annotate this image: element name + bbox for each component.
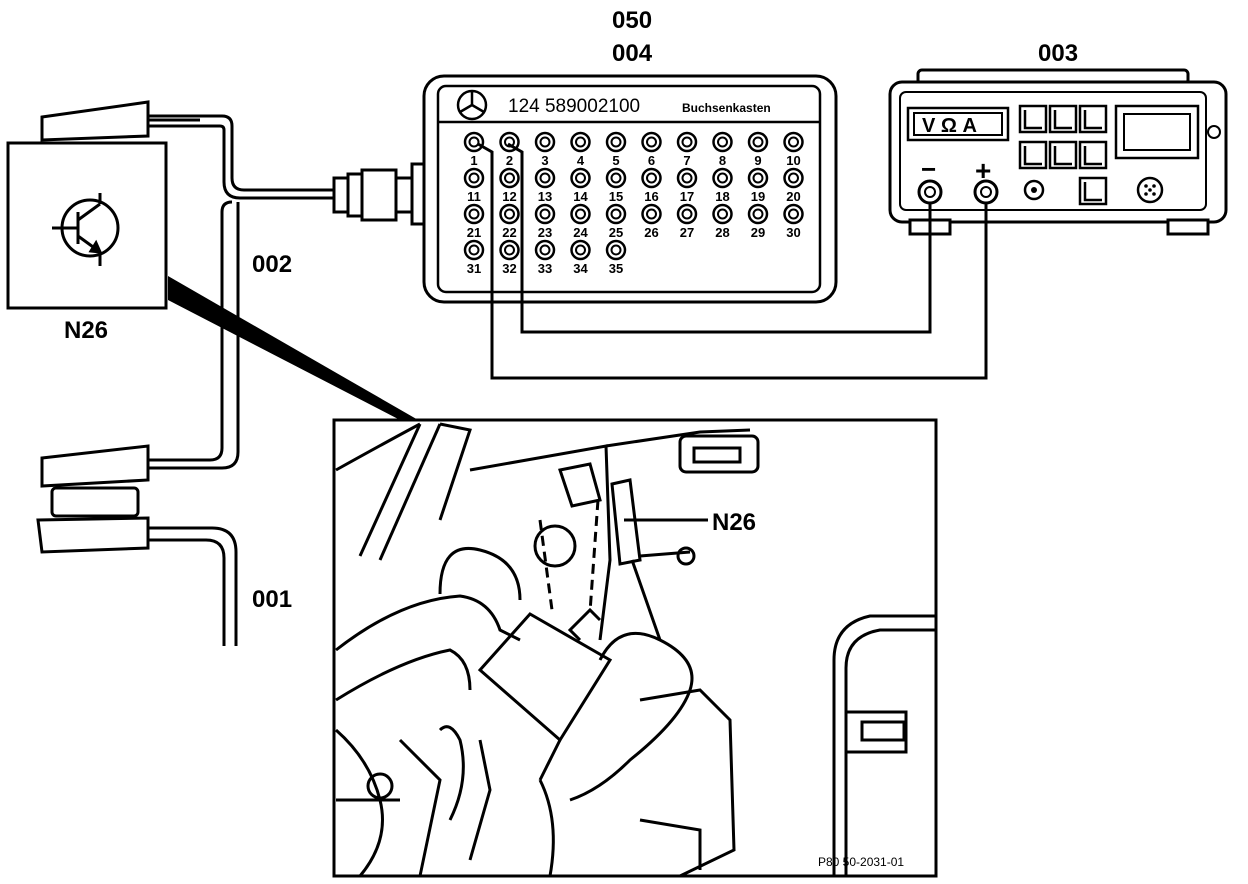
socket-hole [575, 136, 586, 148]
test-leads [477, 142, 988, 380]
meter-minus-label: − [921, 154, 936, 184]
socket-hole [717, 208, 728, 220]
socket-hole [681, 208, 693, 220]
socket-number: 14 [573, 189, 588, 204]
socket-number: 21 [467, 225, 481, 240]
socket-number: 8 [719, 153, 726, 168]
component-label: N26 [64, 317, 108, 344]
meter-function-label: V Ω A [922, 115, 977, 137]
socket-hole [646, 172, 657, 184]
socket-hole [504, 208, 515, 220]
socket-hole [504, 244, 515, 256]
socket-box-part-number: 124 589002100 [508, 96, 640, 117]
upper-lead [148, 114, 338, 470]
socket-hole [539, 244, 551, 256]
socket-number: 30 [786, 225, 800, 240]
lead-lower-label: 001 [252, 586, 292, 613]
component-n26-block [6, 141, 168, 310]
socket-hole [610, 172, 622, 184]
socket-number: 22 [502, 225, 516, 240]
socket-number: 6 [648, 153, 655, 168]
socket-number: 24 [573, 225, 588, 240]
upper-plug [40, 100, 200, 142]
n26-callout-label: N26 [712, 509, 756, 536]
socket-number: 7 [683, 153, 690, 168]
socket-box-name: Buchsenkasten [682, 101, 771, 115]
socket-number: 18 [715, 189, 729, 204]
transistor-icon [52, 193, 120, 266]
socket-number: 10 [786, 153, 800, 168]
socket-hole [610, 136, 622, 148]
socket-hole [717, 136, 728, 148]
socket-number: 12 [502, 189, 516, 204]
socket-hole [539, 208, 551, 220]
socket-number: 29 [751, 225, 765, 240]
socket-number: 19 [751, 189, 765, 204]
socket-number: 2 [506, 153, 513, 168]
brand-star-icon [456, 89, 488, 121]
box-code-top-label: 050 [612, 7, 652, 34]
socket-hole [681, 136, 693, 148]
socket-hole [610, 244, 622, 256]
socket-number: 15 [609, 189, 623, 204]
socket-hole [575, 172, 586, 184]
socket-box-connector [332, 162, 426, 226]
socket-hole [717, 172, 728, 184]
socket-hole [575, 244, 586, 256]
socket-hole [468, 136, 480, 148]
socket-hole [646, 208, 657, 220]
socket-number: 16 [644, 189, 658, 204]
socket-hole [468, 208, 480, 220]
figure-ref-label: P80 50-2031-01 [818, 855, 904, 869]
socket-hole [539, 172, 551, 184]
socket-number: 4 [577, 153, 585, 168]
socket-number: 11 [467, 189, 481, 204]
socket-number: 31 [467, 261, 481, 276]
engine-bay-inset: P80 50-2031-01 [332, 418, 938, 878]
socket-number: 26 [644, 225, 658, 240]
lower-plug-pair [36, 444, 150, 554]
lead-upper-label: 002 [252, 251, 292, 278]
socket-hole [575, 208, 586, 220]
socket-number: 23 [538, 225, 552, 240]
lower-lead [148, 526, 238, 646]
socket-hole [504, 172, 515, 184]
socket-hole [752, 172, 764, 184]
socket-hole [752, 136, 764, 148]
socket-number: 20 [786, 189, 800, 204]
socket-number: 9 [754, 153, 761, 168]
socket-number: 33 [538, 261, 552, 276]
socket-number: 34 [573, 261, 588, 276]
socket-number: 35 [609, 261, 623, 276]
socket-hole [788, 208, 799, 220]
socket-hole [468, 172, 480, 184]
meter-indicator-icon [1207, 125, 1221, 139]
socket-hole [610, 208, 622, 220]
socket-number: 5 [612, 153, 619, 168]
meter-plus-label: + [975, 155, 991, 186]
socket-number: 13 [538, 189, 552, 204]
socket-hole [468, 244, 480, 256]
socket-number: 3 [541, 153, 548, 168]
socket-number: 32 [502, 261, 516, 276]
socket-hole [788, 136, 799, 148]
meter-code-label: 003 [1038, 40, 1078, 67]
socket-hole [752, 208, 764, 220]
box-code-bottom-label: 004 [612, 40, 653, 67]
socket-number: 17 [680, 189, 694, 204]
socket-hole [681, 172, 693, 184]
multimeter: V Ω A − + [888, 68, 1228, 236]
socket-number: 27 [680, 225, 694, 240]
socket-hole [646, 136, 657, 148]
socket-number: 1 [470, 153, 477, 168]
socket-hole [539, 136, 551, 148]
socket-number: 28 [715, 225, 729, 240]
socket-number: 25 [609, 225, 623, 240]
socket-hole [788, 172, 799, 184]
meter-buttons [1018, 104, 1108, 206]
